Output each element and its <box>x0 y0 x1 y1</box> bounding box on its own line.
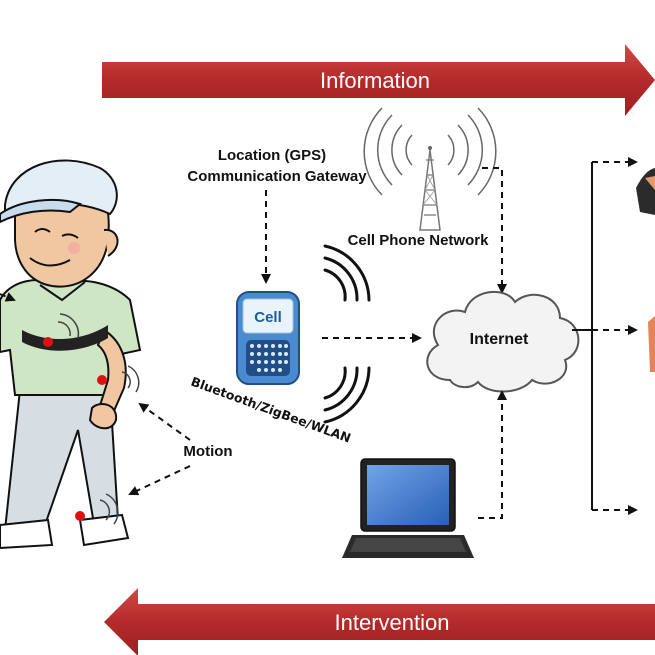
laptop-icon <box>342 458 474 558</box>
patient-figure-icon <box>0 159 142 550</box>
tower-to-internet-arrow <box>482 167 507 294</box>
gps-label-line2: Communication Gateway <box>187 168 367 185</box>
wireless-signal-icon <box>323 244 371 424</box>
intervention-label: Intervention <box>335 610 450 635</box>
cell-phone-icon: Cell <box>236 291 300 385</box>
wearable-sensor-icon <box>75 511 85 521</box>
motion-label: Motion <box>183 443 232 460</box>
internet-cloud-icon: Internet <box>426 290 580 393</box>
motion-arrow-wrist <box>138 402 191 441</box>
information-arrow: Information <box>102 44 655 116</box>
wearable-sensor-icon <box>43 337 53 347</box>
caregiver-fragment-middle <box>648 316 655 372</box>
cell-screen-label: Cell <box>254 309 282 326</box>
laptop-to-internet-arrow <box>478 390 507 519</box>
gps-label-line1: Location (GPS) <box>218 147 326 164</box>
internet-label: Internet <box>470 331 529 348</box>
motion-arrow-ankle <box>128 465 191 496</box>
cell-network-label: Cell Phone Network <box>348 232 490 249</box>
cell-tower-icon <box>363 107 497 231</box>
intervention-arrow: Intervention <box>104 588 655 655</box>
caregiver-fragment-top <box>636 168 655 215</box>
wearable-sensor-icon <box>97 375 107 385</box>
information-label: Information <box>320 68 430 93</box>
